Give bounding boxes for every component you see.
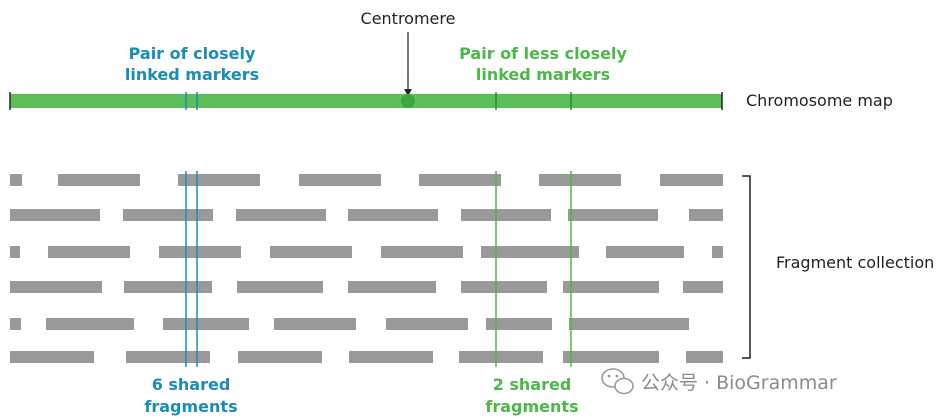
six-shared-label-line2: fragments xyxy=(144,397,237,416)
fragment xyxy=(419,174,501,186)
chromosome-map xyxy=(9,92,723,110)
close-markers-label-line1: Pair of closely xyxy=(129,44,256,63)
fragment xyxy=(683,281,723,293)
fragment xyxy=(274,318,356,330)
fragment xyxy=(386,318,468,330)
fragment xyxy=(238,351,322,363)
fragment xyxy=(686,351,723,363)
fragment xyxy=(563,351,659,363)
two-shared-label-line1: 2 shared xyxy=(493,375,572,394)
fragment xyxy=(381,246,463,258)
fragment xyxy=(236,209,326,221)
watermark-text: 公众号 · BioGrammar xyxy=(641,372,837,394)
fragment-collection xyxy=(10,174,723,363)
centromere-dot xyxy=(401,94,415,108)
fragment xyxy=(10,209,100,221)
fragment xyxy=(48,246,130,258)
fragment xyxy=(10,246,20,258)
fragment xyxy=(486,318,552,330)
fragment-collection-label: Fragment collection xyxy=(776,253,934,272)
fragment xyxy=(459,351,543,363)
fragment xyxy=(689,209,723,221)
fragment xyxy=(124,281,212,293)
centromere-label: Centromere xyxy=(361,9,456,28)
close-markers-label-line2: linked markers xyxy=(125,65,259,84)
less-close-markers-label-line2: linked markers xyxy=(476,65,610,84)
fragment xyxy=(46,318,134,330)
fragment xyxy=(348,209,438,221)
fragment xyxy=(348,281,436,293)
fragment xyxy=(461,281,547,293)
fragment xyxy=(178,174,260,186)
chromosome-map-label: Chromosome map xyxy=(746,91,893,110)
fragment xyxy=(349,351,433,363)
fragment xyxy=(163,318,249,330)
fragment xyxy=(10,281,102,293)
fragment xyxy=(660,174,723,186)
fragment xyxy=(568,209,658,221)
fragment xyxy=(10,351,94,363)
fragment xyxy=(270,246,352,258)
fragment xyxy=(58,174,140,186)
fragment xyxy=(123,209,213,221)
fragment xyxy=(563,281,659,293)
less-close-markers-label-line1: Pair of less closely xyxy=(459,44,627,63)
chromosome-bar xyxy=(10,94,722,108)
fragment xyxy=(481,246,579,258)
watermark: 公众号 · BioGrammar xyxy=(601,368,837,395)
fragment xyxy=(159,246,241,258)
fragment xyxy=(237,281,323,293)
fragment-collection-bracket xyxy=(742,175,751,359)
fragment xyxy=(126,351,210,363)
fragment xyxy=(539,174,621,186)
six-shared-label-line1: 6 shared xyxy=(152,375,231,394)
wechat-icon xyxy=(601,368,634,395)
fragment xyxy=(606,246,684,258)
fragment xyxy=(461,209,551,221)
marker-lines xyxy=(185,171,572,367)
fragment xyxy=(10,318,21,330)
fragment xyxy=(569,318,689,330)
two-shared-label-line2: fragments xyxy=(485,397,578,416)
fragment xyxy=(299,174,381,186)
centromere-pointer-arrow xyxy=(404,89,412,96)
fragment xyxy=(712,246,723,258)
fragment xyxy=(10,174,22,186)
